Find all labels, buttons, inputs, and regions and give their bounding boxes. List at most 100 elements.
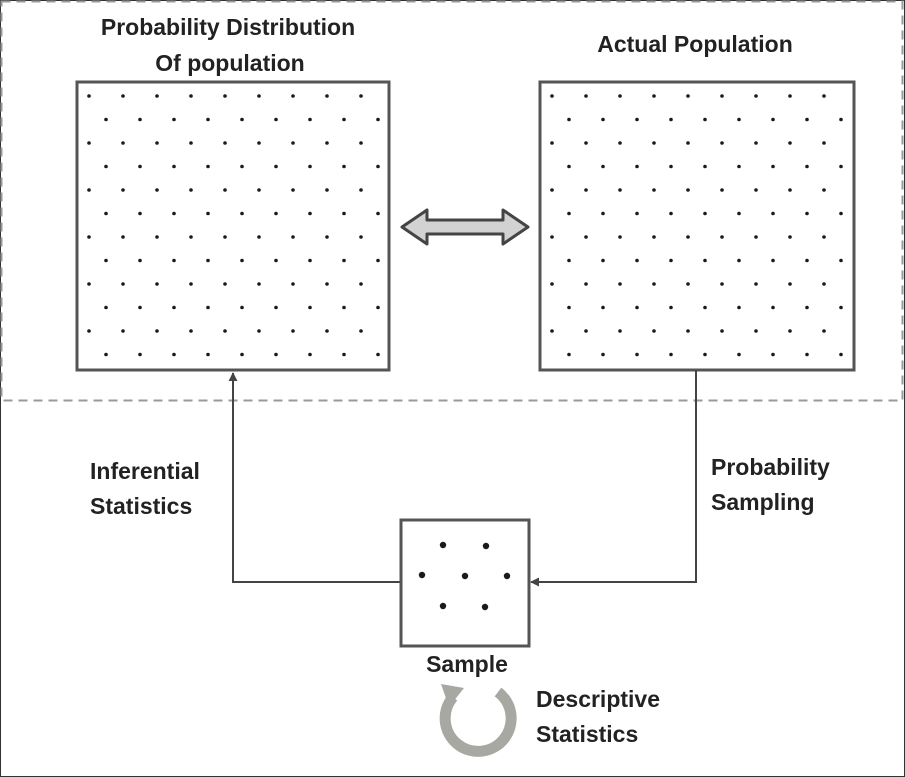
population-dot — [686, 329, 690, 333]
population-dot — [342, 211, 346, 216]
population-dot — [189, 329, 193, 333]
population-dot — [121, 282, 125, 286]
population-dot — [737, 117, 741, 122]
population-dot — [376, 117, 380, 122]
population-dot — [618, 141, 622, 145]
actual-population-dots — [550, 94, 843, 357]
population-dot — [87, 94, 91, 98]
population-dot — [822, 235, 826, 239]
population-dot — [805, 258, 809, 263]
population-dot — [720, 329, 724, 333]
population-dot — [618, 188, 622, 192]
population-dot — [223, 188, 227, 192]
population-dot — [257, 141, 261, 145]
population-dot — [754, 235, 758, 239]
actual-population-box — [538, 80, 856, 372]
double-headed-arrow-icon — [400, 208, 530, 246]
population-dot — [325, 282, 329, 286]
population-dot — [669, 117, 673, 122]
population-dot — [291, 141, 295, 145]
population-dot — [754, 141, 758, 145]
population-dot — [567, 164, 571, 169]
sample-dots — [418, 541, 511, 611]
population-dot — [567, 258, 571, 263]
population-dot — [720, 235, 724, 239]
population-dot — [138, 258, 142, 263]
population-dot — [223, 141, 227, 145]
population-dot — [822, 188, 826, 192]
population-dot — [635, 117, 639, 122]
population-dot — [618, 94, 622, 98]
population-dot — [342, 352, 346, 357]
population-dot — [584, 329, 588, 333]
population-dot — [669, 352, 673, 357]
population-dot — [87, 141, 91, 145]
population-dot — [240, 164, 244, 169]
population-dot — [703, 211, 707, 216]
population-dot — [737, 164, 741, 169]
sampling-arrow — [530, 370, 697, 587]
population-dot — [274, 117, 278, 122]
population-dot — [567, 211, 571, 216]
population-dot — [839, 211, 843, 216]
population-dot — [359, 282, 363, 286]
population-dot — [206, 117, 210, 122]
population-dot — [189, 141, 193, 145]
population-dot — [839, 164, 843, 169]
population-dot — [601, 164, 605, 169]
population-dot — [788, 329, 792, 333]
population-dot — [189, 94, 193, 98]
population-dot — [138, 352, 142, 357]
population-dot — [805, 164, 809, 169]
population-dot — [121, 94, 125, 98]
population-dot — [206, 305, 210, 310]
population-dot — [703, 305, 707, 310]
population-dot — [155, 141, 159, 145]
population-dot — [686, 141, 690, 145]
population-dot — [652, 94, 656, 98]
population-dot — [325, 235, 329, 239]
population-dot — [189, 188, 193, 192]
population-dot — [584, 188, 588, 192]
population-dot — [257, 94, 261, 98]
population-dot — [550, 94, 554, 98]
population-dot — [584, 282, 588, 286]
inferential-label-line1: Inferential — [90, 458, 200, 484]
population-dot — [155, 188, 159, 192]
population-dot — [771, 305, 775, 310]
population-dot — [308, 258, 312, 263]
population-dot — [172, 211, 176, 216]
population-dot — [788, 188, 792, 192]
population-dot — [754, 329, 758, 333]
population-dot — [342, 258, 346, 263]
population-dot — [601, 117, 605, 122]
population-dot — [274, 352, 278, 357]
population-dot — [567, 352, 571, 357]
population-dot — [291, 329, 295, 333]
population-dot — [206, 211, 210, 216]
population-dot — [652, 235, 656, 239]
population-dot — [771, 352, 775, 357]
population-dot — [172, 258, 176, 263]
population-dot — [635, 352, 639, 357]
population-dot — [138, 117, 142, 122]
sample-box — [399, 518, 531, 648]
population-dot — [805, 211, 809, 216]
population-dot — [87, 282, 91, 286]
population-dot — [805, 117, 809, 122]
population-dot — [223, 235, 227, 239]
population-dot — [223, 329, 227, 333]
population-dot — [601, 305, 605, 310]
population-dot — [274, 211, 278, 216]
population-dot — [206, 164, 210, 169]
population-dot — [308, 305, 312, 310]
population-dot — [223, 282, 227, 286]
population-dot — [754, 282, 758, 286]
probability-distribution-box — [75, 80, 391, 372]
population-region-dashed — [0, 0, 904, 402]
population-dot — [669, 164, 673, 169]
population-dot — [274, 305, 278, 310]
population-dot — [189, 235, 193, 239]
population-dot — [308, 352, 312, 357]
population-dot — [584, 141, 588, 145]
